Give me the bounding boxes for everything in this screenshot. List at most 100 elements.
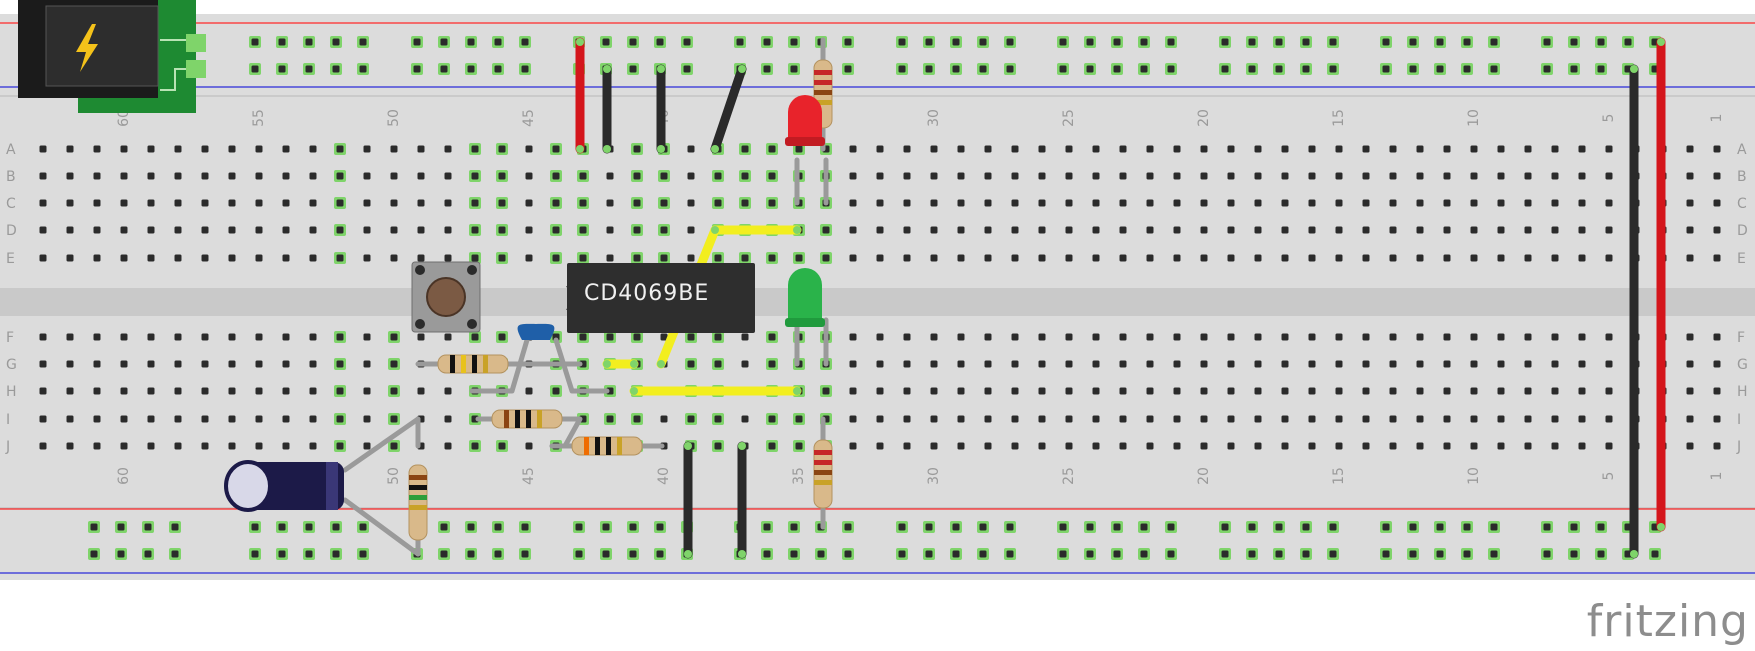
breadboard-hole xyxy=(228,145,236,153)
breadboard-hole xyxy=(390,145,398,153)
breadboard-hole xyxy=(984,415,992,423)
rail-hole xyxy=(1651,550,1659,558)
rail-hole xyxy=(521,550,529,558)
breadboard-hole xyxy=(1308,415,1316,423)
rail-hole xyxy=(1463,523,1471,531)
breadboard-hole xyxy=(417,226,425,234)
breadboard-hole xyxy=(1362,333,1370,341)
breadboard-hole xyxy=(1335,442,1343,450)
rail-hole xyxy=(251,523,259,531)
breadboard-hole xyxy=(417,333,425,341)
breadboard-hole xyxy=(1227,442,1235,450)
breadboard-hole xyxy=(1605,442,1613,450)
breadboard-hole xyxy=(498,145,506,153)
breadboard-hole xyxy=(1470,442,1478,450)
breadboard-hole xyxy=(66,226,74,234)
breadboard-hole xyxy=(1713,360,1721,368)
breadboard-hole xyxy=(1470,145,1478,153)
rail-hole xyxy=(979,38,987,46)
resistor-band xyxy=(515,410,520,428)
breadboard-hole xyxy=(714,333,722,341)
breadboard-hole xyxy=(741,333,749,341)
breadboard-hole xyxy=(471,226,479,234)
breadboard-hole xyxy=(39,145,47,153)
rail-hole xyxy=(629,550,637,558)
resistor-vertical-lower xyxy=(408,464,428,541)
breadboard-hole xyxy=(255,145,263,153)
rail-hole xyxy=(1436,65,1444,73)
breadboard-hole xyxy=(147,387,155,395)
power-jack-pad xyxy=(186,60,206,78)
rail-hole xyxy=(979,523,987,531)
breadboard-hole xyxy=(390,387,398,395)
breadboard-hole xyxy=(120,145,128,153)
breadboard-hole xyxy=(849,442,857,450)
row-label: D xyxy=(1737,223,1748,239)
rail-hole xyxy=(1382,38,1390,46)
rail-hole xyxy=(305,38,313,46)
breadboard-hole xyxy=(876,199,884,207)
breadboard-hole xyxy=(1092,172,1100,180)
breadboard-hole xyxy=(849,387,857,395)
resistor-band xyxy=(814,470,832,475)
rail-hole xyxy=(494,550,502,558)
rail-hole xyxy=(1221,523,1229,531)
breadboard-hole xyxy=(768,442,776,450)
breadboard-hole xyxy=(1389,226,1397,234)
breadboard-hole xyxy=(876,226,884,234)
rail-hole xyxy=(952,523,960,531)
rail-hole xyxy=(844,38,852,46)
breadboard-hole xyxy=(255,415,263,423)
breadboard-hole xyxy=(255,199,263,207)
breadboard-hole xyxy=(1011,442,1019,450)
breadboard-hole xyxy=(633,415,641,423)
breadboard-hole xyxy=(1470,254,1478,262)
rail-hole xyxy=(440,523,448,531)
breadboard-hole xyxy=(660,415,668,423)
wire-end xyxy=(657,360,665,368)
component-leg xyxy=(469,337,530,394)
wire-end xyxy=(738,65,746,73)
breadboard-hole xyxy=(282,172,290,180)
breadboard-hole xyxy=(66,387,74,395)
breadboard-hole xyxy=(309,442,317,450)
breadboard-hole xyxy=(174,360,182,368)
breadboard-hole xyxy=(363,333,371,341)
breadboard-hole xyxy=(147,254,155,262)
breadboard-hole xyxy=(903,145,911,153)
breadboard-hole xyxy=(444,254,452,262)
column-label: 45 xyxy=(521,467,537,485)
resistor-band xyxy=(814,450,832,455)
breadboard-hole xyxy=(984,199,992,207)
rail-hole xyxy=(494,65,502,73)
rail-hole xyxy=(171,523,179,531)
rail-hole xyxy=(1570,65,1578,73)
rail-hole xyxy=(359,550,367,558)
breadboard-hole xyxy=(1335,360,1343,368)
breadboard-hole xyxy=(984,333,992,341)
wire-end xyxy=(793,226,801,234)
breadboard-hole xyxy=(390,360,398,368)
breadboard-hole xyxy=(1443,442,1451,450)
row-label: J xyxy=(1736,439,1741,455)
breadboard-hole xyxy=(1092,145,1100,153)
breadboard-hole xyxy=(525,442,533,450)
rail-hole xyxy=(1463,550,1471,558)
rail-hole xyxy=(656,38,664,46)
breadboard-hole xyxy=(1011,333,1019,341)
breadboard-hole xyxy=(1038,199,1046,207)
rail-hole xyxy=(683,38,691,46)
rail-hole xyxy=(332,38,340,46)
column-label: 25 xyxy=(1061,467,1077,485)
rail-hole xyxy=(575,523,583,531)
rail-hole xyxy=(332,550,340,558)
wire-end xyxy=(711,226,719,234)
rail-hole xyxy=(1597,523,1605,531)
breadboard-hole xyxy=(1605,199,1613,207)
rail-hole xyxy=(1329,550,1337,558)
breadboard-hole xyxy=(1200,333,1208,341)
breadboard-hole xyxy=(1416,145,1424,153)
rail-hole xyxy=(251,550,259,558)
breadboard-hole xyxy=(1254,199,1262,207)
